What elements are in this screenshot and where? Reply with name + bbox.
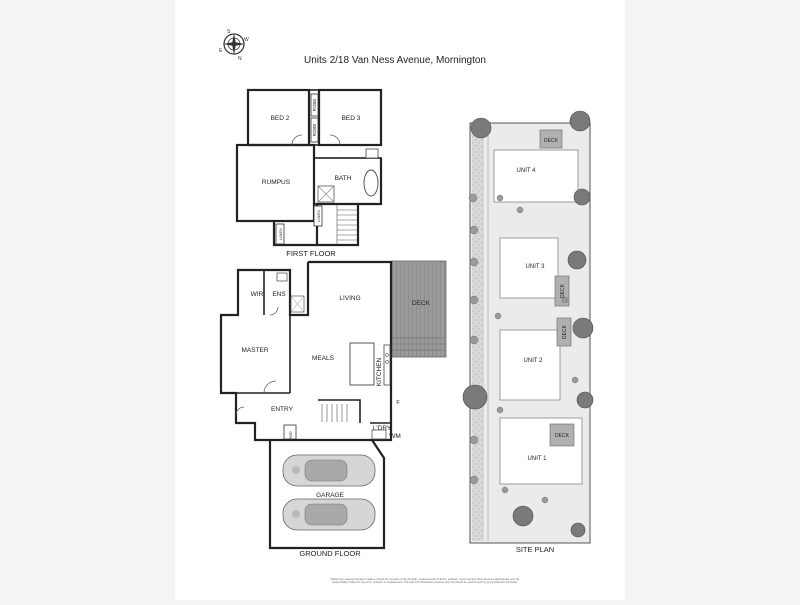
- first-floor-fixtures: [275, 93, 379, 245]
- compass-rose-icon: S W E N: [219, 29, 249, 62]
- shower-icon: [317, 185, 335, 203]
- room-label-robe: ROBE: [312, 124, 317, 137]
- compass-letter-w: W: [244, 37, 249, 43]
- site-unit-2-label: UNIT 2: [524, 358, 544, 364]
- robe-fixture: [310, 117, 319, 143]
- door-swing-icon: [291, 134, 303, 146]
- site-unit-4: [493, 149, 579, 203]
- room-label-entry: ENTRY: [271, 406, 294, 413]
- ensuite-basin-icon: [276, 272, 288, 282]
- room-label-wm: WM: [389, 433, 401, 440]
- stair-wall: [318, 399, 361, 423]
- site-deck-unit-4: [539, 129, 563, 149]
- site-unit-3: [499, 237, 559, 299]
- room-label-wir: WIR: [251, 291, 264, 298]
- deck-area: [391, 260, 447, 358]
- room-label-deck: DECK: [412, 300, 431, 307]
- room-label-bed-2: BED 2: [271, 115, 290, 122]
- door-swing-icon: [263, 380, 277, 394]
- door-swing-icon: [269, 306, 279, 316]
- site-unit-2: [499, 329, 561, 401]
- site-deck-label: DECK: [560, 283, 566, 298]
- room-label-bath: BATH: [335, 175, 352, 182]
- robe-fixture: [310, 93, 319, 117]
- disclaimer: Whilst every attempt has been made to en…: [330, 578, 520, 585]
- stair-wall: [317, 204, 360, 247]
- room-label-master: MASTER: [241, 347, 268, 354]
- room-label-kitchen: KITCHEN: [376, 357, 383, 386]
- kitchen-bench: [383, 344, 391, 386]
- ensuite-shower-icon: [290, 295, 305, 313]
- linen-cupboard: [275, 223, 285, 245]
- fridge-label: F: [396, 400, 400, 406]
- compass-letter-s: S: [227, 29, 231, 35]
- room-label-living: LIVING: [339, 295, 360, 302]
- site-deck-unit-1: [549, 423, 575, 447]
- room-label-meals: MEALS: [312, 355, 335, 362]
- linen-cupboard: [313, 205, 323, 227]
- room-label-garage: GARAGE: [316, 492, 344, 499]
- door-swing-icon: [329, 134, 341, 146]
- vanity-basin-icon: [365, 148, 379, 159]
- car-icon: [282, 454, 376, 487]
- staircase-icon: [321, 404, 348, 422]
- site-deck-label: DECK: [544, 138, 559, 144]
- door-swing-icon: [235, 406, 245, 416]
- site-unit-1-label: UNIT 1: [528, 456, 548, 462]
- site-deck-unit-2: [556, 317, 572, 347]
- compass-letter-n: N: [238, 56, 242, 62]
- plan-title: Units 2/18 Van Ness Avenue, Mornington: [304, 55, 486, 66]
- garage-wall: [268, 439, 386, 550]
- floorplan-drawing: S W E N Units 2/18 Van Ness Avenue, Morn…: [219, 29, 594, 558]
- room-label-pwd: PWD: [288, 431, 293, 440]
- kitchen-island: [349, 342, 375, 386]
- site-plan-label: SITE PLAN: [516, 545, 554, 554]
- living-wall: [308, 260, 393, 423]
- staircase-icon: [336, 205, 357, 244]
- room-label-rumpus: RUMPUS: [262, 179, 291, 186]
- ground-floor-fixtures: [235, 272, 391, 531]
- car-icon: [282, 498, 376, 531]
- room-label-ens: ENS: [272, 291, 286, 298]
- ground-floor-outer-wall: [219, 262, 393, 442]
- compass-letter-e: E: [219, 48, 223, 54]
- first-floor-lower-wall: [272, 158, 383, 247]
- deck-steps: [392, 337, 446, 351]
- bed-3-room: [317, 88, 383, 147]
- site-unit-3-label: UNIT 3: [526, 264, 546, 270]
- floorplan-sheet: S W E N Units 2/18 Van Ness Avenue, Morn…: [175, 0, 625, 600]
- room-label-bed-3: BED 3: [342, 115, 361, 122]
- ground-floor-plan: [219, 260, 393, 550]
- ground-floor-label: GROUND FLOOR: [299, 549, 361, 558]
- tree-icon: [462, 110, 594, 538]
- site-deck-label: DECK: [562, 324, 568, 339]
- site-deck-label: DECK: [555, 433, 570, 439]
- site-plan: [462, 110, 594, 544]
- powder-room: [283, 424, 297, 440]
- room-label-linen: LINEN: [278, 228, 283, 240]
- bathtub-icon: [363, 169, 379, 197]
- laundry-tub-icon: [371, 429, 387, 440]
- room-label-ldry: L'DRY: [373, 425, 392, 432]
- room-label-linen: LINEN: [316, 210, 321, 222]
- first-floor-label: FIRST FLOOR: [286, 249, 336, 258]
- room-label-robe: ROBE: [312, 99, 317, 112]
- first-floor-plan: [235, 88, 383, 247]
- shrub-icon: [468, 193, 579, 504]
- site-unit-4-label: UNIT 4: [517, 168, 537, 174]
